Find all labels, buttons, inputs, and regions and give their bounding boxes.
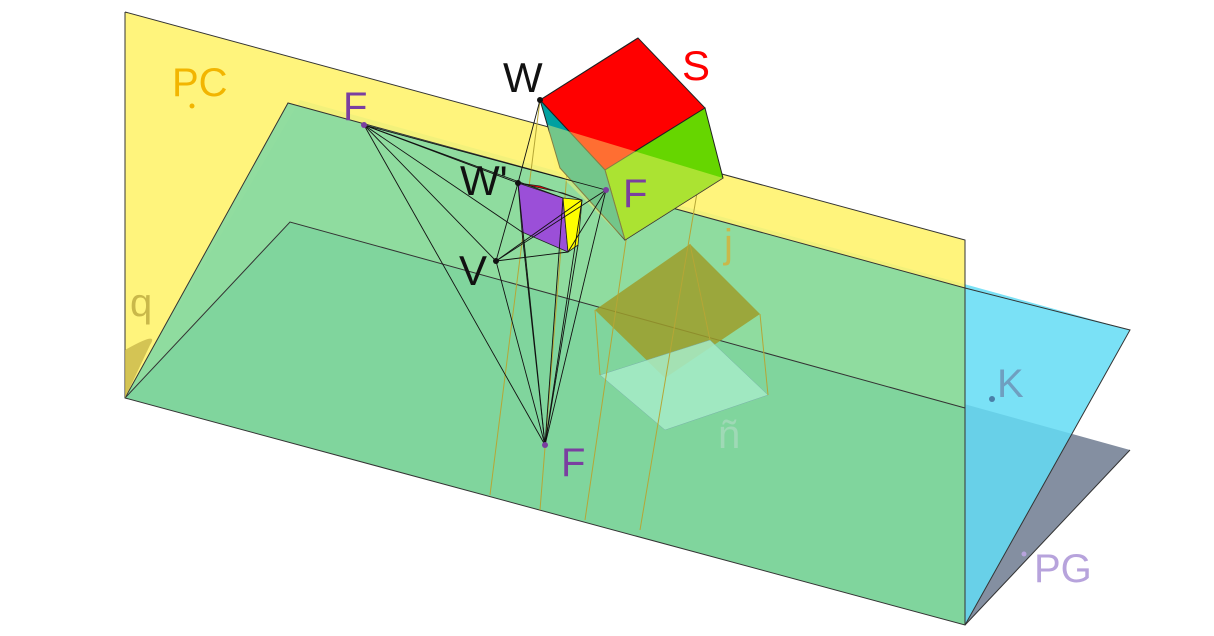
label-f-left: F — [343, 85, 367, 129]
perspective-rays — [363, 99, 607, 446]
point-pc — [189, 103, 195, 109]
label-w: W — [503, 54, 543, 101]
label-f-bottom: F — [561, 441, 585, 485]
point-f-left — [361, 122, 367, 128]
label-f-right: F — [623, 172, 647, 216]
cube-overlap — [548, 125, 723, 240]
point-f-right — [603, 187, 609, 193]
label-w-prime: W' — [460, 157, 508, 204]
point-w — [537, 97, 543, 103]
label-pc: PC — [172, 61, 228, 105]
label-pg: PG — [1034, 547, 1092, 591]
point-w-prime — [515, 180, 521, 186]
angle-q-marker — [125, 338, 153, 398]
middle-plane — [125, 103, 965, 625]
cube-left-face — [539, 99, 626, 241]
point-pg — [1021, 551, 1027, 557]
label-v: V — [459, 247, 487, 294]
label-j: j — [723, 222, 733, 266]
inner-plane-band — [125, 222, 965, 625]
label-n: ñ — [718, 413, 740, 457]
label-q: q — [130, 281, 152, 325]
label-k: K — [997, 362, 1024, 406]
point-v — [493, 258, 499, 264]
point-k — [989, 396, 995, 402]
point-f-bottom — [542, 442, 548, 448]
label-s: S — [682, 42, 710, 89]
